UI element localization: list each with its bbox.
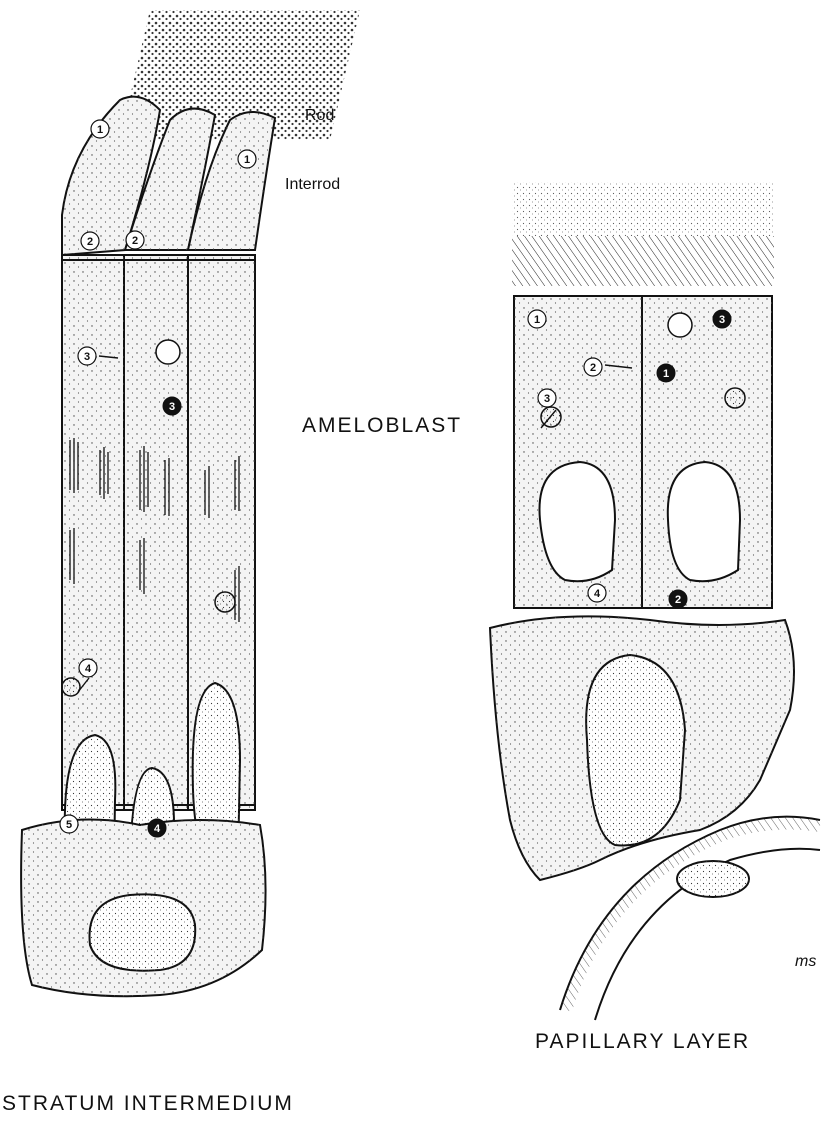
marker-right-3: 3 — [544, 393, 550, 405]
open-arrow-left-2: 2 — [132, 235, 138, 247]
open-arrow-left-3: 3 — [169, 401, 175, 413]
open-arrow-right-1: 1 — [663, 368, 669, 380]
marker-right-2: 2 — [590, 362, 596, 374]
papillary-layer-label: PAPILLARY LAYER — [535, 1030, 750, 1054]
stratum-intermedium — [21, 820, 265, 997]
open-arrow-right-2: 2 — [675, 594, 681, 606]
marker-left-2: 2 — [87, 236, 93, 248]
marker-left-3: 3 — [84, 351, 90, 363]
marker-right-4: 4 — [594, 588, 601, 600]
marker-right-1: 1 — [534, 314, 540, 326]
right-ameloblasts — [514, 296, 772, 608]
marker-left-5: 5 — [66, 819, 72, 831]
interrod-label: Interrod — [285, 176, 340, 194]
open-arrow-left-1: 1 — [244, 154, 250, 166]
open-arrow-right-3: 3 — [719, 314, 725, 326]
ameloblast-label: AMELOBLAST — [302, 414, 462, 438]
marker-left-1: 1 — [97, 124, 103, 136]
stratum-intermedium-label: STRATUM INTERMEDIUM — [2, 1092, 294, 1116]
right-enamel-top — [512, 182, 774, 286]
signature: ms — [795, 953, 816, 971]
marker-left-4: 4 — [85, 663, 92, 675]
papillary-layer — [490, 616, 820, 1020]
open-arrow-left-4: 4 — [154, 823, 161, 835]
rod-label: Rod — [305, 107, 334, 125]
